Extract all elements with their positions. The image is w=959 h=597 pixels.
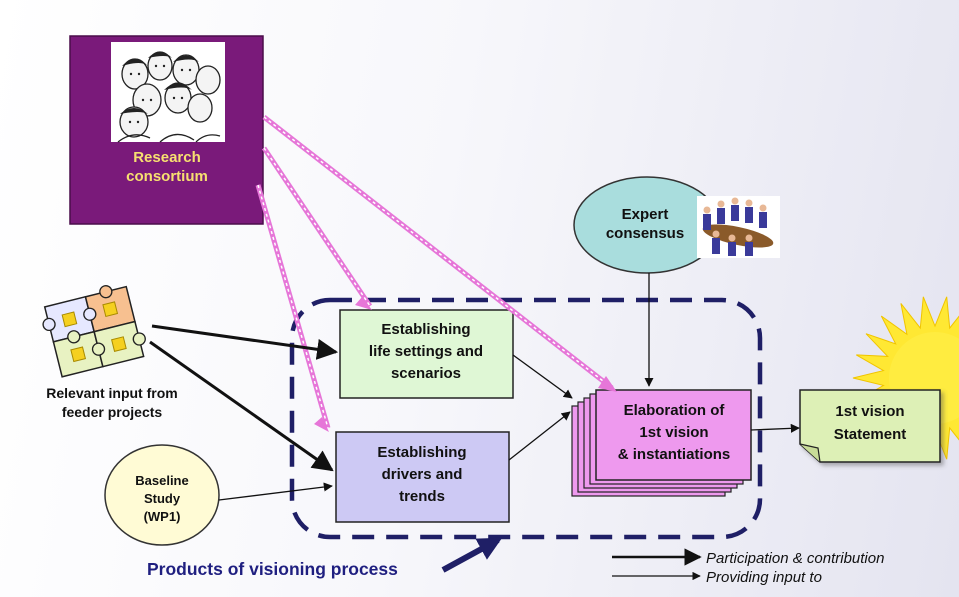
legend-input: Providing input to bbox=[706, 569, 822, 586]
elaboration-label-2: 1st vision bbox=[639, 424, 708, 441]
expert-label-2: consensus bbox=[606, 225, 684, 242]
baseline-study-node: Baseline Study (WP1) bbox=[104, 444, 220, 546]
input-arrows bbox=[149, 273, 800, 501]
legend-participation: Participation & contribution bbox=[706, 550, 884, 567]
drivers-label-1: Establishing bbox=[377, 444, 466, 461]
research-consortium-node: Research consortium bbox=[69, 35, 264, 225]
participation-arrows bbox=[255, 115, 617, 432]
vision-label-1: 1st vision bbox=[835, 403, 904, 420]
vision-statement-node: 1st vision Statement bbox=[799, 389, 941, 463]
drivers-label-2: drivers and bbox=[382, 466, 463, 483]
expert-label-1: Expert bbox=[622, 206, 669, 223]
life-label-3: scenarios bbox=[391, 365, 461, 382]
products-arrow bbox=[441, 537, 503, 573]
products-label: Products of visioning process bbox=[147, 559, 398, 579]
legend: Participation & contribution Providing i… bbox=[612, 548, 884, 586]
puzzle-icon bbox=[42, 285, 146, 378]
life-label-1: Establishing bbox=[381, 321, 470, 338]
elaboration-node: Elaboration of 1st vision & instantiatio… bbox=[571, 389, 752, 497]
meeting-people-icon bbox=[697, 196, 780, 258]
research-label-1: Research bbox=[133, 149, 201, 166]
drivers-label-3: trends bbox=[399, 488, 445, 505]
life-settings-node: Establishing life settings and scenarios bbox=[339, 309, 514, 399]
feeder-label-1: Relevant input from bbox=[46, 385, 177, 401]
drivers-trends-node: Establishing drivers and trends bbox=[335, 431, 510, 523]
baseline-label-2: Study bbox=[144, 491, 181, 506]
elaboration-label-1: Elaboration of bbox=[624, 402, 726, 419]
products-frame bbox=[289, 297, 763, 540]
baseline-label-1: Baseline bbox=[135, 473, 188, 488]
life-label-2: life settings and bbox=[369, 343, 483, 360]
elaboration-label-3: & instantiations bbox=[618, 446, 731, 463]
feeder-label-2: feeder projects bbox=[62, 404, 163, 420]
people-sketch-icon bbox=[111, 42, 225, 143]
expert-consensus-node: Expert consensus bbox=[573, 176, 721, 274]
baseline-label-3: (WP1) bbox=[144, 509, 181, 524]
vision-label-2: Statement bbox=[834, 426, 907, 443]
research-label-2: consortium bbox=[126, 168, 208, 185]
